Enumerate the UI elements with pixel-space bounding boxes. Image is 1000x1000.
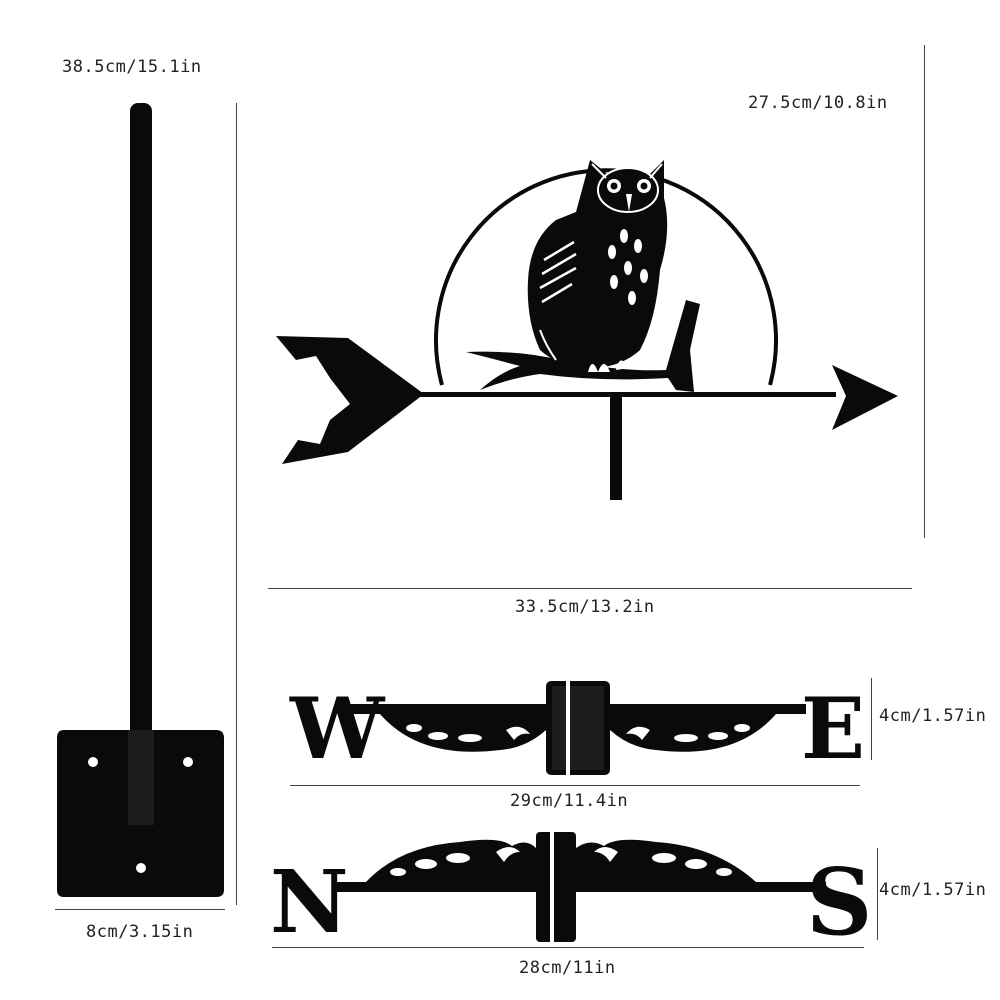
ns-width-guide <box>272 947 864 948</box>
vane-width-label: 33.5cm/13.2in <box>515 597 655 617</box>
branch <box>466 300 700 392</box>
arrow-icon <box>832 365 898 430</box>
mounting-pole <box>57 103 224 897</box>
north-letter: N <box>270 852 349 953</box>
ns-width-label: 28cm/11in <box>519 958 616 978</box>
compass-bar <box>346 681 806 775</box>
ns-height-label: 4cm/1.57in <box>879 880 987 900</box>
vane-height-guide <box>924 45 925 538</box>
arrow-tail <box>276 336 424 464</box>
vane-height-label: 27.5cm/10.8in <box>748 93 888 113</box>
compass-bar-ns <box>336 832 826 942</box>
owl-vane <box>276 160 898 500</box>
ns-height-guide <box>877 848 878 940</box>
pole-height-label: 38.5cm/15.1in <box>62 57 202 77</box>
we-height-guide <box>871 678 872 760</box>
base-width-guide <box>55 909 225 910</box>
pole-height-guide <box>236 103 237 905</box>
east-letter: E <box>801 679 865 778</box>
we-height-label: 4cm/1.57in <box>879 706 987 726</box>
west-letter: W <box>289 679 386 778</box>
base-width-label: 8cm/3.15in <box>86 922 194 942</box>
we-width-guide <box>290 785 860 786</box>
vane-width-guide <box>268 588 912 589</box>
owl-icon <box>527 160 668 372</box>
south-letter: S <box>806 848 872 956</box>
we-width-label: 29cm/11.4in <box>510 791 629 811</box>
